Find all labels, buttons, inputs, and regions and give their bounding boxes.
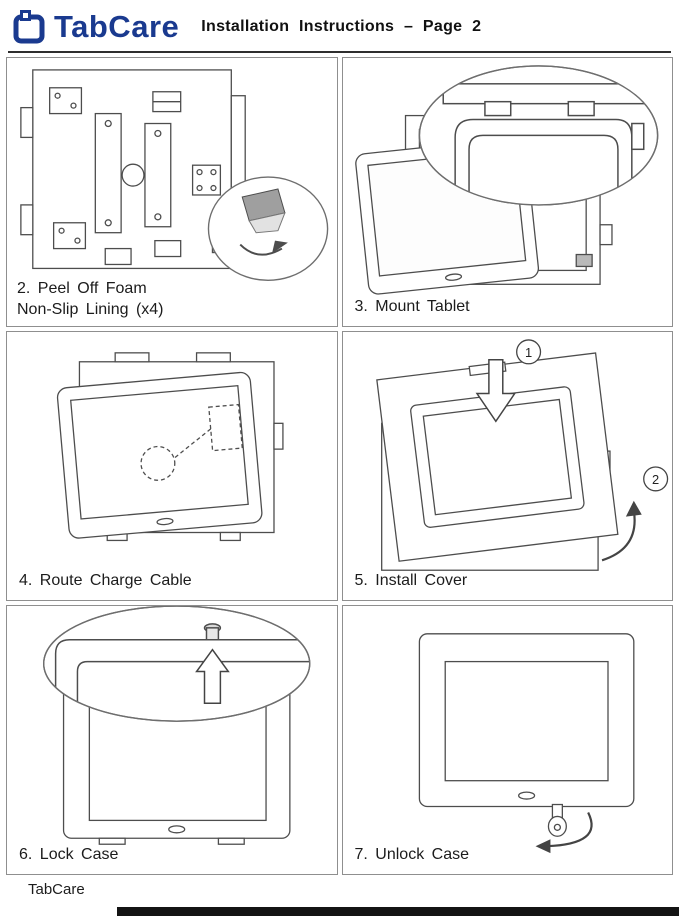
cable-hole-dashed-circle [140,445,176,481]
label-line-2: Non-Slip Lining (x4) [17,301,164,319]
unlock-case-diagram [418,633,634,854]
key-icon [547,803,567,837]
lock-case-diagram [43,606,311,845]
panel-peel-foam: 2. Peel Off Foam Non-Slip Lining (x4) [6,57,338,327]
logo-text: TabCare [54,9,180,44]
peel-arrow-icon [272,240,288,254]
install-cover-diagram: 1 2 [375,339,668,571]
panel-label: 7. Unlock Case [354,846,470,864]
label-line-1: 2. Peel Off Foam [17,280,147,298]
panel-route-cable: 4. Route Charge Cable [6,331,338,601]
press-down-arrow-icon [475,359,516,423]
panel-lock-case: 6. Lock Case [6,605,338,875]
panel-install-cover: 1 2 5. Install Cover [341,331,673,601]
callout-2-number: 2 [652,472,659,487]
magnifier-circle [207,176,329,282]
mount-tablet-diagram [354,65,658,295]
panel-mount-tablet: 3. Mount Tablet [341,57,673,327]
tabcare-logo-icon [13,10,45,44]
instruction-grid: 2. Peel Off Foam Non-Slip Lining (x4) [6,57,673,875]
magnifier-circle [418,65,658,206]
magnifier-circle [43,606,311,722]
route-cable-diagram [56,352,284,542]
callout-1: 1 [515,339,541,365]
header-divider [8,51,671,53]
panel-unlock-case: 7. Unlock Case [341,605,673,875]
push-up-arrow-icon [195,648,230,705]
footer-bar [117,907,679,916]
callout-1-number: 1 [525,345,532,360]
callout-2: 2 [642,466,668,492]
panel-label: 5. Install Cover [354,572,468,590]
panel-label: 3. Mount Tablet [354,298,470,316]
rotate-arrow-icon [535,811,593,854]
peel-foam-diagram [20,69,329,282]
page-title: Installation Instructions – Page 2 [201,18,482,35]
footer-brand: TabCare [28,881,85,898]
panel-label: 6. Lock Case [19,846,119,864]
rotate-arrow-icon [601,500,642,562]
panel-label: 2. Peel Off Foam Non-Slip Lining (x4) [17,279,164,321]
panel-label: 4. Route Charge Cable [19,572,192,590]
tabcare-logo: TabCare [10,7,179,47]
header: TabCare Installation Instructions – Page… [0,0,679,50]
